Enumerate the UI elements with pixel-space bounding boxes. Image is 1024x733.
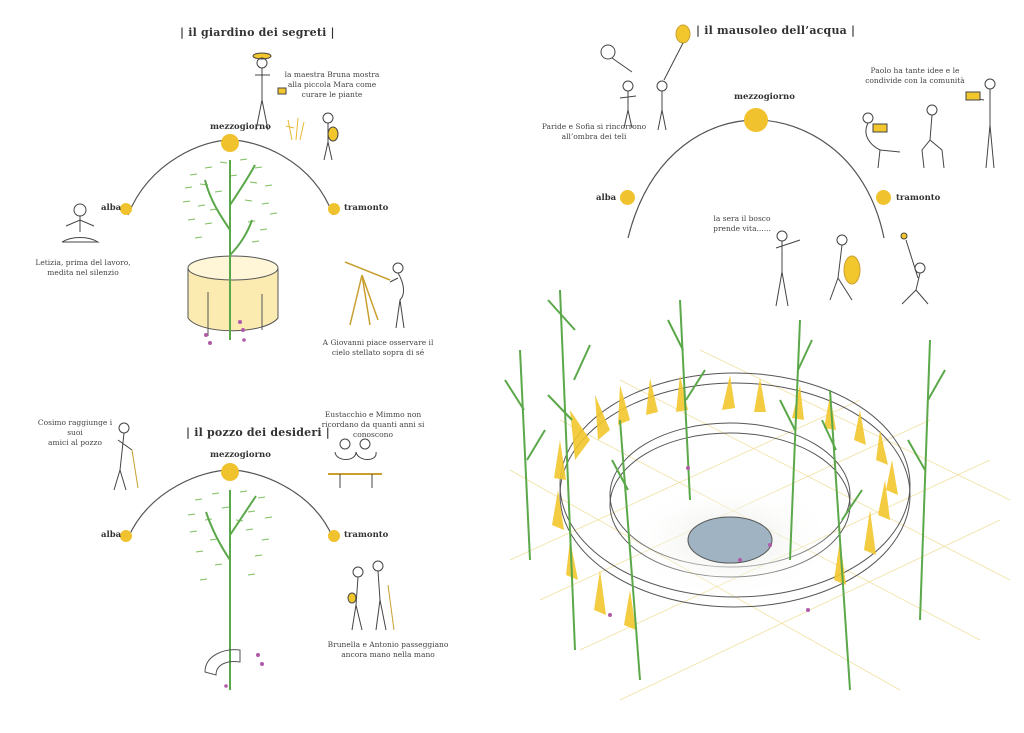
- pozzo-sun-noon: [221, 463, 239, 481]
- mausoleo-flowers: [608, 466, 810, 617]
- mausoleo-bamboo: [504, 289, 946, 691]
- mausoleo-pond: [687, 516, 773, 564]
- pozzo-diagram: [113, 422, 395, 690]
- mausoleo-sun-tramonto: [876, 190, 891, 205]
- giardino-label-mezzogiorno: mezzogiorno: [210, 122, 271, 132]
- mausoleo-label-mezzogiorno: mezzogiorno: [734, 92, 795, 102]
- mara-figure: [322, 112, 339, 161]
- pozzo-label-tramonto: tramonto: [344, 530, 389, 540]
- mausoleo-sun-noon: [744, 108, 768, 132]
- pozzo-tree: [205, 490, 257, 690]
- pozzo-sun-alba: [120, 530, 132, 542]
- pozzo-sun-tramonto: [328, 530, 340, 542]
- mausoleo-diagram: [504, 24, 1011, 701]
- pozzo-title: | il pozzo dei desideri |: [186, 426, 330, 439]
- giovanni-figure: [389, 262, 405, 329]
- pozzo-label-mezzogiorno: mezzogiorno: [210, 450, 271, 460]
- pozzo-label-alba: alba: [101, 530, 122, 540]
- giardino-sun-alba: [120, 203, 132, 215]
- sera-figures: [775, 230, 929, 307]
- paride-sofia-figures: [600, 24, 691, 131]
- letizia-figure: [61, 203, 100, 243]
- giardino-shelter: [184, 255, 280, 336]
- cosimo-figure: [113, 422, 139, 491]
- giardino-yellow-plant: [285, 117, 305, 141]
- pozzo-flowers: [224, 653, 264, 688]
- telescope-figure: [344, 261, 391, 326]
- pozzo-well: [204, 649, 241, 676]
- giardino-title: | il giardino dei segreti |: [180, 26, 335, 39]
- mausoleo-title: | il mausoleo dell’acqua |: [696, 24, 856, 37]
- paolo-figures: [862, 78, 996, 169]
- eustacchio-mimmo-figures: [328, 438, 382, 488]
- giardino-tree: [204, 160, 256, 340]
- giardino-label-alba: alba: [101, 203, 122, 213]
- giardino-sun-noon: [221, 134, 239, 152]
- giardino-diagram: [61, 52, 405, 345]
- giardino-sun-tramonto: [328, 203, 340, 215]
- mausoleo-label-tramonto: tramonto: [896, 193, 941, 203]
- mausoleo-label-alba: alba: [596, 193, 617, 203]
- brunella-antonio-figures: [347, 560, 395, 631]
- caption-letizia: Letizia, prima del lavoro,medita nel sil…: [35, 258, 131, 278]
- giardino-flowers: [204, 320, 246, 345]
- pozzo-foliage: [187, 490, 273, 581]
- giardino-label-tramonto: tramonto: [344, 203, 389, 213]
- mausoleo-sun-alba: [620, 190, 635, 205]
- bruna-figure: [252, 52, 287, 131]
